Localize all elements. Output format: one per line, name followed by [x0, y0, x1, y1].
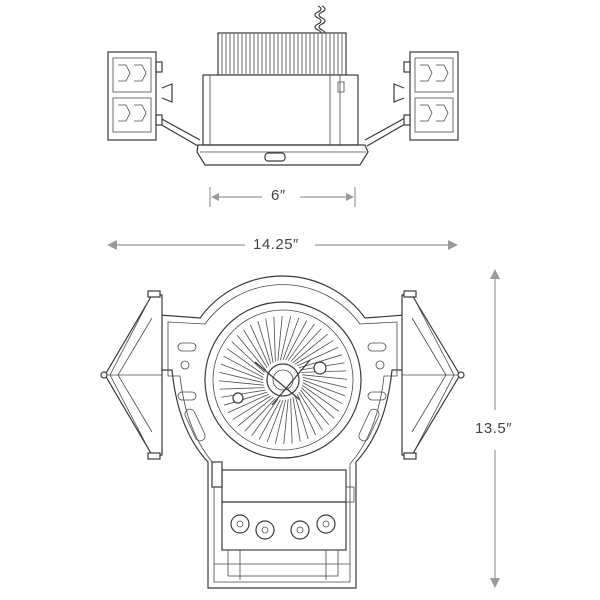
right-wing-bracket [401, 290, 465, 460]
dimension-6in [209, 187, 356, 207]
junction-box [211, 461, 355, 580]
dimension-label-13-5in: 13.5″ [472, 420, 516, 437]
left-bar-hanger [107, 51, 173, 141]
housing-body [202, 74, 359, 146]
dimension-label-6in: 6″ [268, 187, 289, 204]
dimension-label-14-25in: 14.25″ [250, 236, 302, 253]
trim-flange [196, 144, 369, 166]
left-wing-bracket [100, 290, 163, 460]
right-bar-hanger [393, 51, 459, 141]
heatsink-ring [204, 301, 362, 459]
wire-coil [314, 5, 326, 37]
dimension-13-5in [490, 269, 500, 588]
heat-sink [217, 32, 347, 76]
knockouts [230, 514, 336, 540]
plate-slots [177, 342, 387, 442]
side-view [107, 5, 459, 166]
dimension-14-25in [107, 240, 458, 250]
plan-view [100, 275, 465, 589]
